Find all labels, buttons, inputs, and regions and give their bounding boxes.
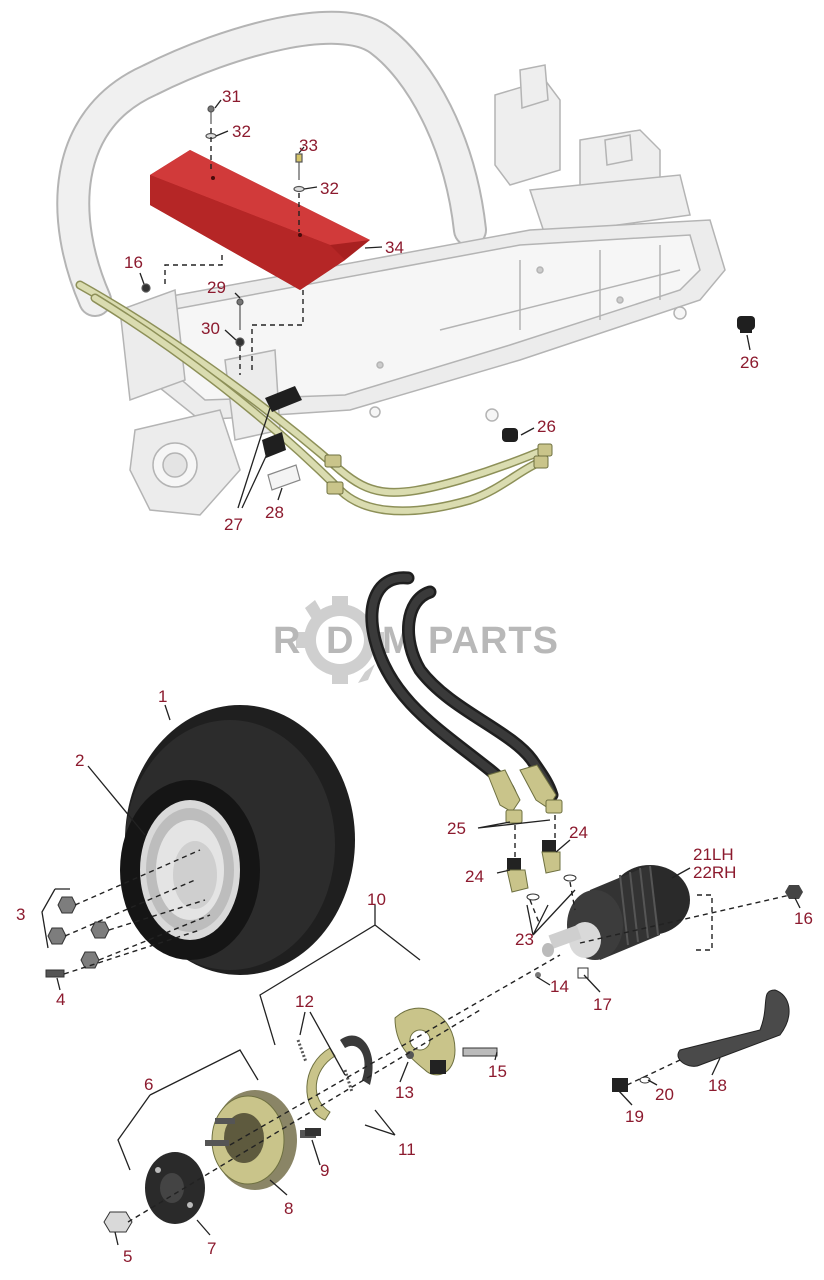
wheel-explode-lines [63, 815, 791, 1223]
callout-23: 23 [515, 930, 534, 949]
callout-14: 14 [550, 977, 569, 996]
callout-32: 32 [232, 122, 251, 141]
deck-frame [149, 219, 726, 422]
callout-13: 13 [395, 1083, 414, 1102]
wheel-callout-labels: 1 2 3 4 5 6 7 8 9 10 11 12 13 14 15 16 1… [16, 687, 813, 1266]
callout-9: 9 [320, 1161, 329, 1180]
callout-19: 19 [625, 1107, 644, 1126]
callout-32: 32 [320, 179, 339, 198]
callout-17: 17 [593, 995, 612, 1014]
callout-26: 26 [740, 353, 759, 372]
callout-4: 4 [56, 990, 65, 1009]
callout-28: 28 [265, 503, 284, 522]
callout-27: 27 [224, 515, 243, 534]
clamp-plate [267, 464, 301, 491]
elbow-fittings [506, 840, 577, 901]
hydraulic-hoses [365, 571, 559, 807]
backing-plate [394, 1007, 456, 1076]
rear-brackets [494, 64, 691, 236]
top-callout-labels: 31 32 33 32 34 16 29 30 26 26 27 28 [124, 87, 759, 534]
callout-11: 11 [398, 1140, 416, 1159]
callout-8: 8 [284, 1199, 293, 1218]
hose-cover [150, 150, 370, 290]
small-hardware [305, 885, 803, 1136]
callout-34: 34 [385, 238, 404, 257]
callout-5: 5 [123, 1247, 132, 1266]
callout-2: 2 [75, 751, 84, 770]
cover-hardware [141, 105, 305, 347]
hub [103, 1152, 205, 1233]
tube-clamps [262, 386, 302, 458]
callout-31: 31 [222, 87, 241, 106]
frame-assembly [56, 10, 755, 516]
callout-10: 10 [367, 890, 386, 909]
lug-nuts [45, 896, 110, 978]
callout-20: 20 [655, 1085, 674, 1104]
brake-drum [205, 1090, 316, 1190]
callout-1: 1 [158, 687, 167, 706]
callout-15: 15 [488, 1062, 507, 1081]
tire [120, 705, 355, 975]
front-brackets [119, 288, 281, 516]
watermark-letter-r: R [273, 620, 301, 662]
callout-16: 16 [794, 909, 813, 928]
hydraulic-tubes [75, 280, 550, 516]
callout-30: 30 [201, 319, 220, 338]
callout-33: 33 [299, 136, 318, 155]
callout-25: 25 [447, 819, 466, 838]
wheel-assembly [41, 571, 803, 1246]
top-explode-lines [164, 128, 304, 375]
steering-arm [677, 989, 790, 1067]
callout-18: 18 [708, 1076, 727, 1095]
callout-24: 24 [465, 867, 484, 886]
top-leader-lines [139, 99, 751, 509]
callout-6: 6 [144, 1075, 153, 1094]
callout-22rh: 22RH [693, 863, 736, 882]
watermark-letter-d: D [326, 620, 354, 662]
tube-fittings [324, 443, 553, 495]
callout-26: 26 [537, 417, 556, 436]
hose-ends [487, 764, 563, 824]
callout-16: 16 [124, 253, 143, 272]
wheel-leader-lines [41, 704, 801, 1246]
bumpers [502, 316, 755, 442]
callout-21lh: 21LH [693, 845, 734, 864]
callout-24: 24 [569, 823, 588, 842]
callout-3: 3 [16, 905, 25, 924]
brake-shoes [296, 1035, 373, 1121]
callout-12: 12 [295, 992, 314, 1011]
callout-7: 7 [207, 1239, 216, 1258]
callout-29: 29 [207, 278, 226, 297]
watermark-word: PARTS [428, 620, 559, 662]
